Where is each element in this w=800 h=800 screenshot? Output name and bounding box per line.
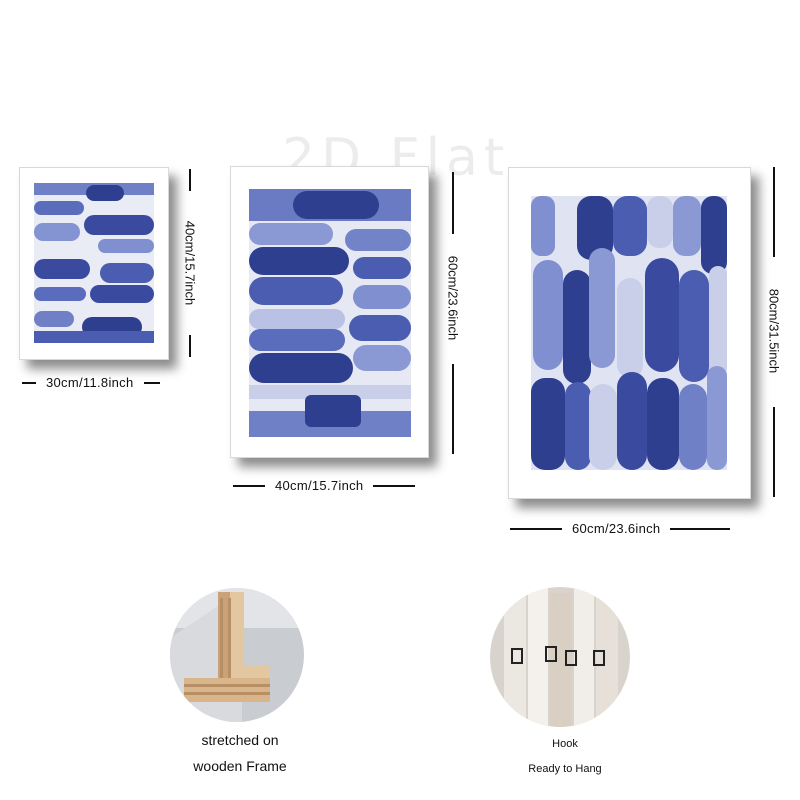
painting-large [508,167,751,499]
hook-caption-line1: Hook [552,738,578,750]
painting-large-artwork [531,196,727,470]
hook-photo [490,587,630,727]
small-width-dimension: 30cm/11.8inch [22,375,160,390]
small-height-label: 40cm/15.7inch [182,220,198,306]
wooden-frame-illustration [170,588,304,722]
large-width-dimension: 60cm/23.6inch [510,521,731,536]
medium-width-label: 40cm/15.7inch [275,478,364,493]
large-width-label: 60cm/23.6inch [572,521,661,536]
painting-medium [230,166,429,458]
frame-caption-line1: stretched on [201,732,279,748]
wooden-frame-photo [170,588,304,722]
medium-width-dimension: 40cm/15.7inch [233,478,416,493]
painting-medium-artwork [249,189,411,437]
small-width-label: 30cm/11.8inch [46,375,134,390]
hook-caption-line2: Ready to Hang [528,763,602,775]
large-height-label: 80cm/31.5inch [766,288,782,374]
medium-height-label: 60cm/23.6inch [445,255,461,341]
small-height-dimension: 40cm/15.7inch [180,167,200,358]
painting-small [19,167,169,360]
painting-small-artwork [34,183,154,343]
medium-height-dimension: 60cm/23.6inch [443,168,463,458]
frame-caption-line2: wooden Frame [193,758,287,774]
hook-illustration [490,587,630,727]
large-height-dimension: 80cm/31.5inch [764,167,784,497]
